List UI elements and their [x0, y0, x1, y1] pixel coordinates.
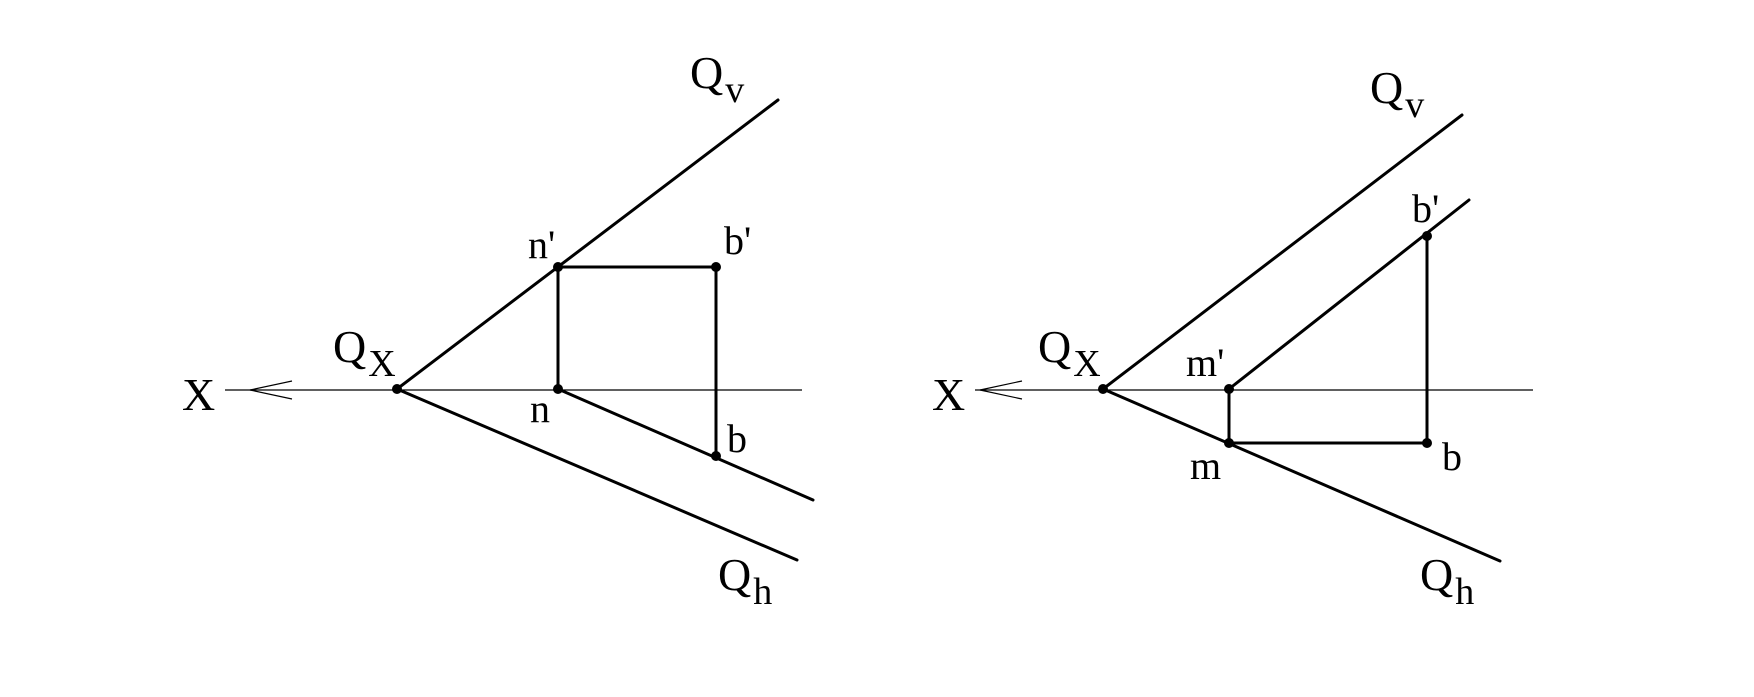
x-axis-arrowhead — [249, 380, 293, 400]
point-b — [711, 451, 721, 461]
label-qx: QX — [333, 321, 396, 385]
x-axis-label: X — [182, 369, 215, 420]
trace-qh — [1101, 387, 1502, 563]
point-bprime — [711, 262, 721, 272]
label-b: b — [727, 416, 747, 461]
label-qv: Qv — [690, 47, 744, 111]
x-axis-arrowhead — [979, 380, 1023, 400]
right-figure: X Qv Qh QX m' b' m b — [932, 62, 1533, 613]
label-bprime: b' — [1412, 186, 1439, 231]
x-axis-label: X — [932, 369, 965, 420]
point-qx — [1098, 384, 1108, 394]
label-bprime: b' — [724, 218, 751, 263]
line-n-b-extended — [556, 387, 815, 502]
label-n: n — [530, 386, 550, 431]
label-b: b — [1442, 434, 1462, 479]
point-m — [1224, 438, 1234, 448]
point-nprime — [553, 262, 563, 272]
point-bprime — [1422, 231, 1432, 241]
trace-qh — [395, 387, 799, 562]
label-qh: Qh — [1420, 549, 1474, 613]
left-figure: X Qv Qh QX n' b' n b — [182, 47, 815, 613]
trace-qv — [395, 98, 780, 391]
label-mprime: m' — [1186, 340, 1224, 385]
point-b — [1422, 438, 1432, 448]
trace-qv — [1101, 113, 1464, 391]
point-qx — [392, 384, 402, 394]
label-m: m — [1190, 443, 1221, 488]
point-mprime — [1224, 384, 1234, 394]
label-qh: Qh — [718, 549, 772, 613]
label-nprime: n' — [528, 222, 555, 267]
label-qx: QX — [1038, 321, 1101, 385]
point-n — [553, 384, 563, 394]
label-qv: Qv — [1370, 62, 1424, 126]
